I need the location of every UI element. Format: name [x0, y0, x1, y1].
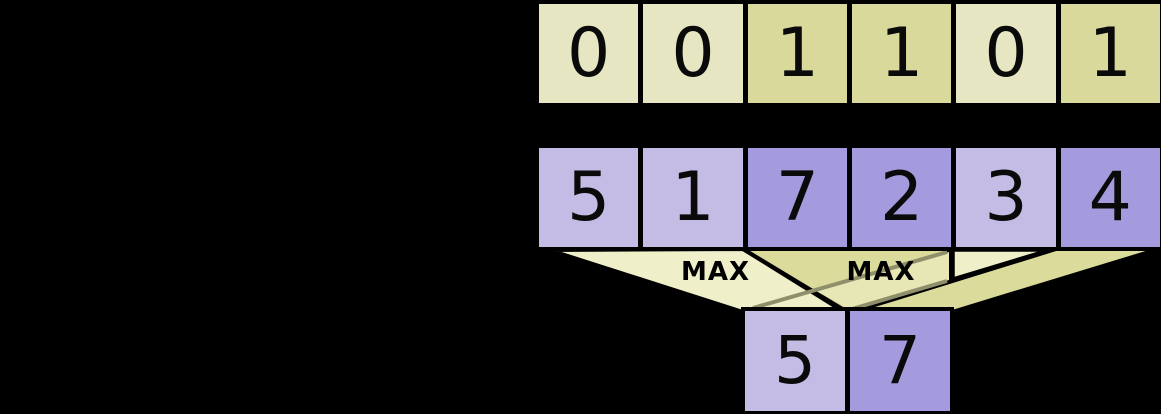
mask-cell: 1	[851, 4, 952, 103]
values-cell: 3	[956, 148, 1056, 247]
result-cell: 7	[850, 311, 950, 411]
max-operation-label-left: MAX	[681, 257, 751, 287]
result-cell: 5	[745, 311, 845, 411]
max-operation-label-right: MAX	[846, 257, 916, 287]
funnel-overlap-patch	[816, 252, 949, 310]
values-cell: 5	[539, 148, 639, 247]
mask-cell: 0	[956, 4, 1056, 103]
mask-cell: 0	[643, 4, 743, 103]
ghost-edge-lower	[851, 279, 948, 311]
values-cell: 7	[747, 148, 847, 247]
ghost-edge-upper	[752, 250, 948, 310]
values-cell: 1	[643, 148, 743, 247]
mask-cell: 0	[539, 4, 639, 103]
values-cell: 2	[851, 148, 952, 247]
values-cell: 4	[1060, 148, 1160, 247]
mask-cell: 1	[747, 4, 847, 103]
mask-cell: 1	[1060, 4, 1160, 103]
